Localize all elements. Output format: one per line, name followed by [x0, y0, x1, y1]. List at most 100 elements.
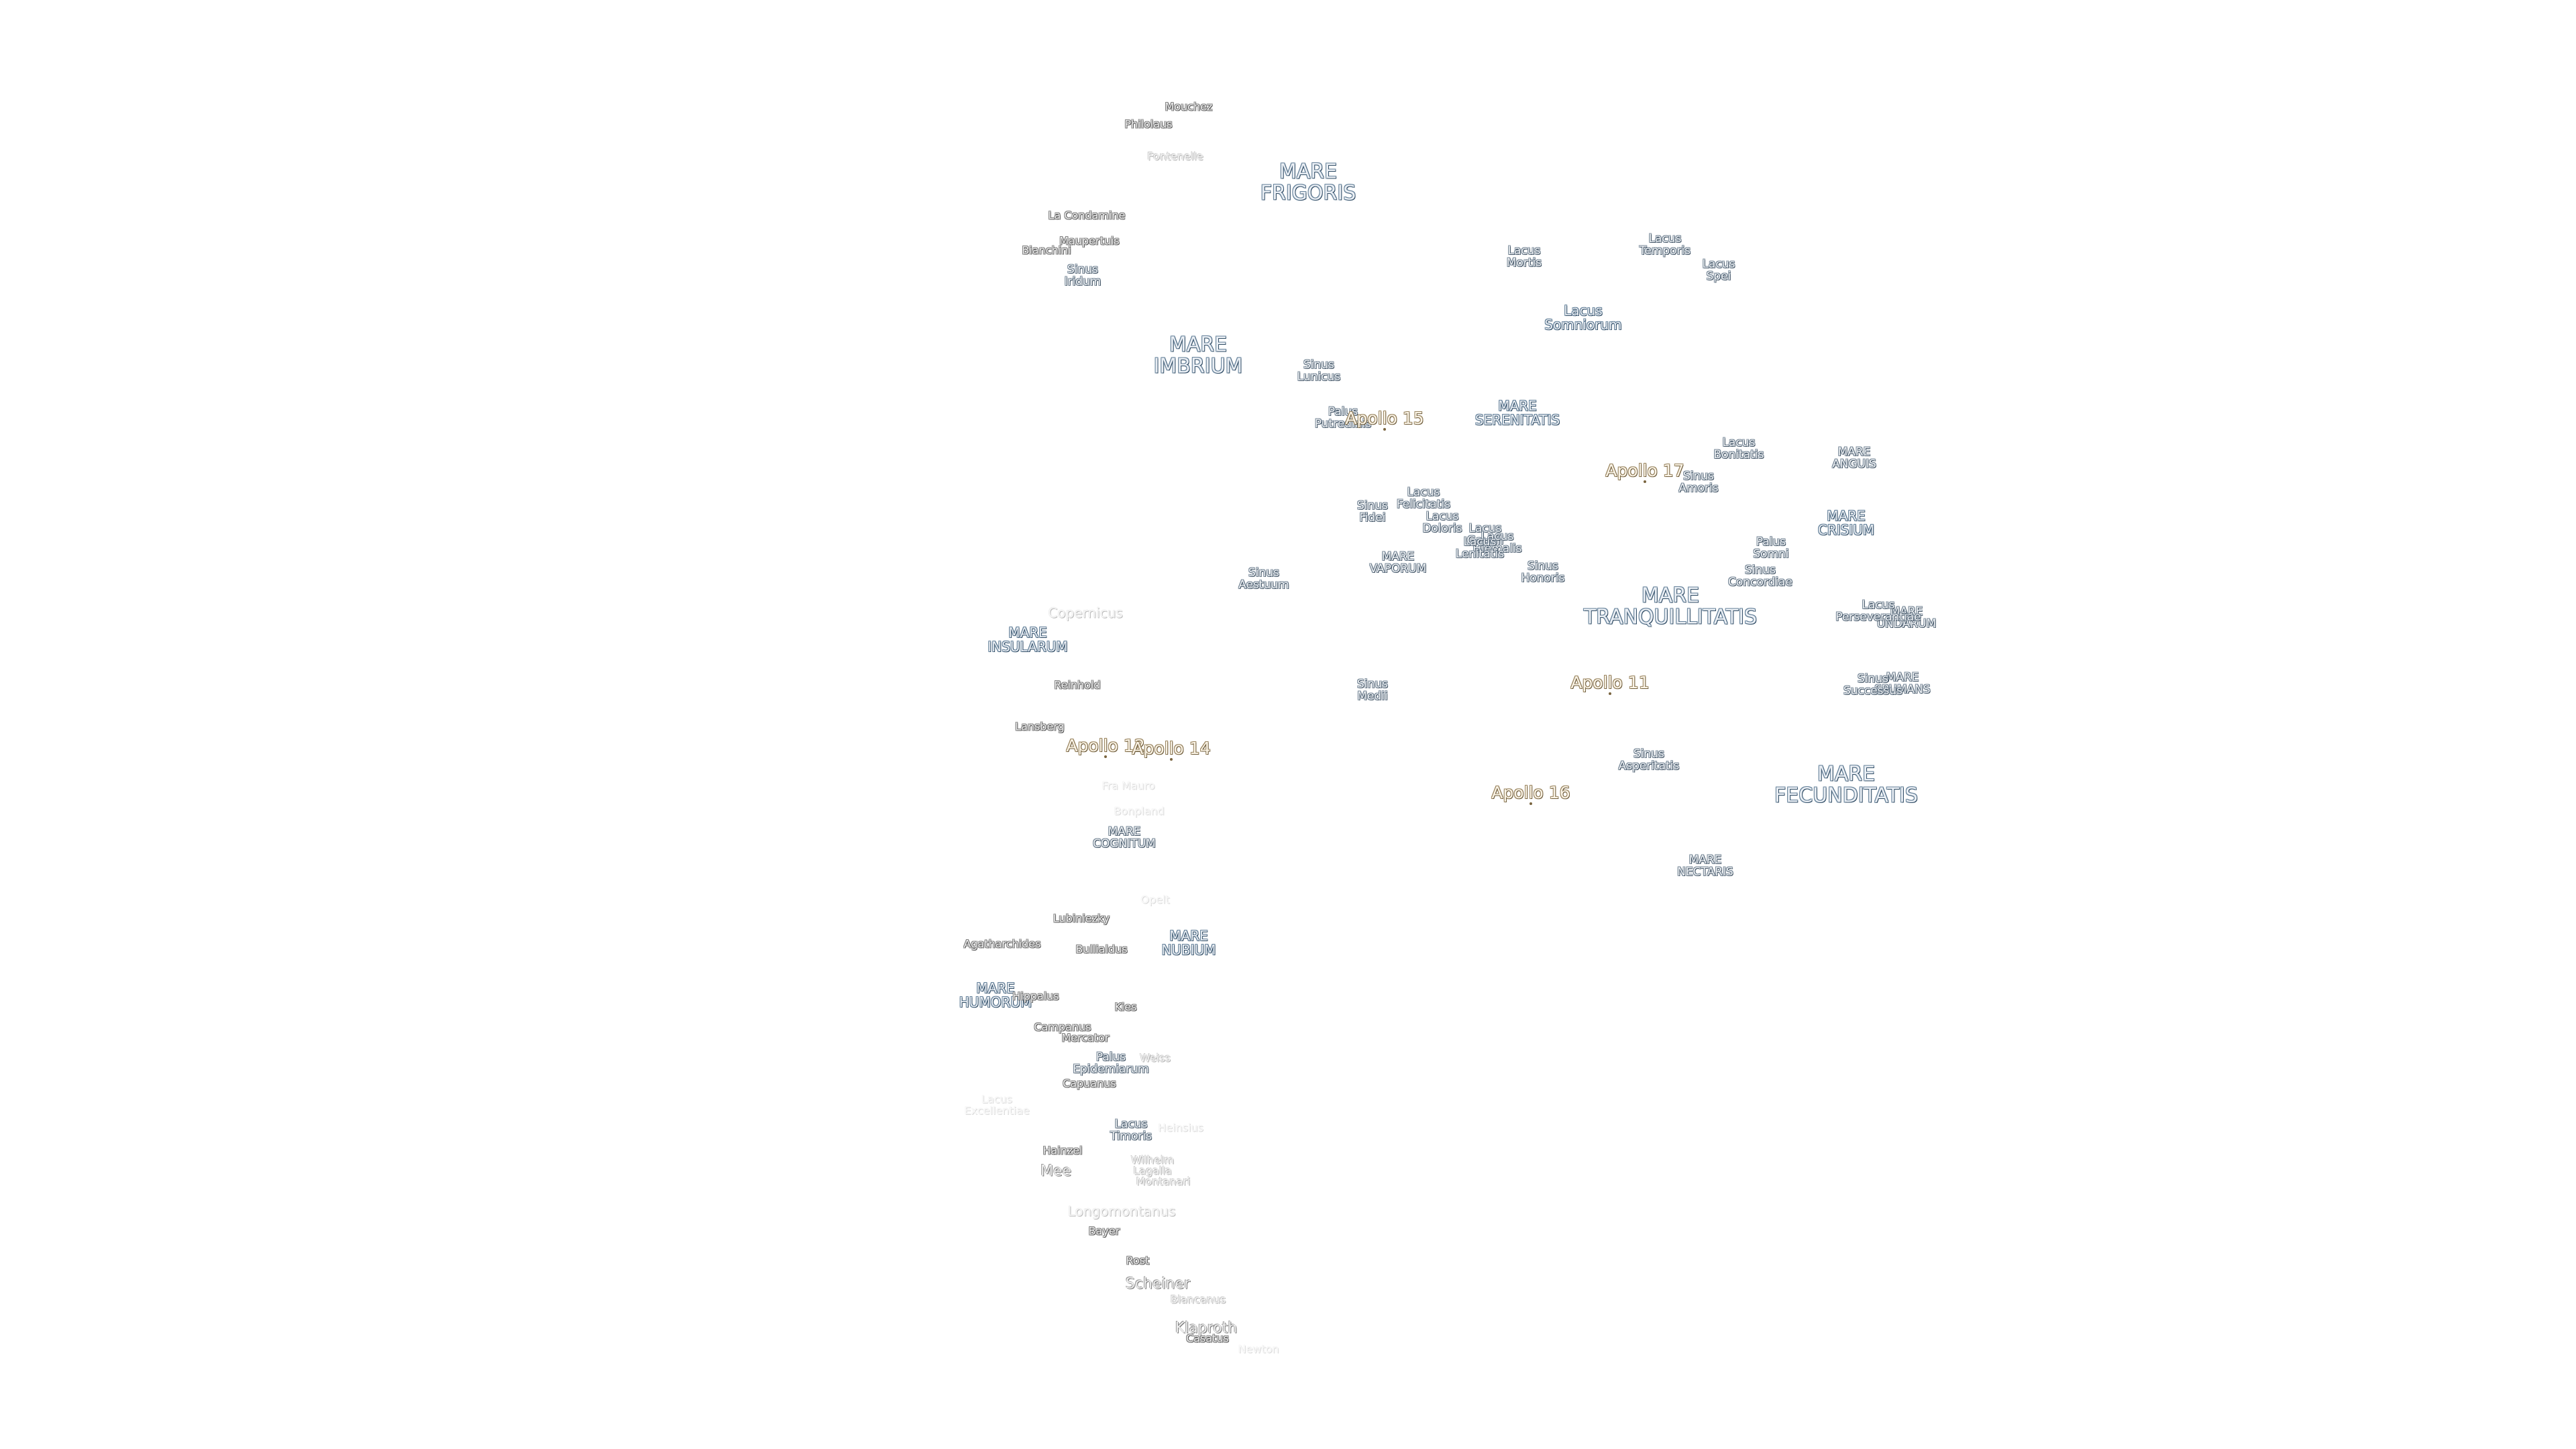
label-mare-cognitum-line-1: MARE — [1108, 825, 1141, 839]
label-mare-imbrium-line-2: IMBRIUM — [1153, 354, 1243, 378]
label-sinus-medii-line-1: Sinus — [1357, 678, 1388, 692]
label-agatharchides: Agatharchides — [963, 938, 1040, 951]
label-mare-humorum-line-1: MARE — [976, 980, 1015, 996]
label-mare-fecunditatis-line-1: MARE — [1817, 762, 1876, 786]
label-mare-crisium-line-2: CRISIUM — [1817, 522, 1875, 538]
label-mare-crisium-line-1: MARE — [1827, 508, 1866, 524]
label-montanari-line-1: Montanari — [1136, 1175, 1191, 1188]
label-klaproth: Klaproth — [1175, 1320, 1238, 1336]
label-sinus-medii-line-2: Medii — [1357, 690, 1388, 703]
label-lacus-hiemalis-line-1: Lacus — [1481, 530, 1514, 544]
label-mouchez-line-1: Mouchez — [1165, 100, 1213, 113]
label-mare-imbrium-line-1: MARE — [1169, 333, 1228, 357]
label-bonpland: Bonpland — [1114, 806, 1165, 818]
apollo-11-site-marker — [1609, 692, 1611, 695]
label-mare-nectaris-line-1: MARE — [1688, 853, 1722, 867]
label-reinhold-line-1: Reinhold — [1054, 678, 1101, 692]
label-lagalla-line-1: Lagalla — [1133, 1164, 1172, 1177]
label-mare-vaporum-line-2: VAPORUM — [1369, 562, 1427, 576]
apollo-16-site-marker — [1529, 802, 1532, 805]
label-sinus-asperitatis-line-2: Asperitatis — [1618, 759, 1680, 773]
label-mare-undarum-line-1: MARE — [1890, 605, 1923, 619]
label-lansberg: Lansberg — [1015, 721, 1065, 733]
label-copernicus: Copernicus — [1048, 606, 1122, 621]
label-mare-tranquillitatis-line-2: TRANQUILLITATIS — [1583, 605, 1758, 629]
label-hainzel: Hainzel — [1042, 1145, 1082, 1157]
label-longomontanus: Longomontanus — [1067, 1203, 1176, 1220]
label-apollo-17-line-1: Apollo 17 — [1605, 460, 1684, 480]
label-reinhold: Reinhold — [1054, 680, 1100, 692]
label-lacus-hiemalis-line-2: Hiemalis — [1472, 542, 1522, 555]
label-mee-line-1: Mee — [1040, 1163, 1072, 1180]
label-scheiner: Scheiner — [1126, 1276, 1190, 1291]
label-mare-cognitum-line-2: COGNITUM — [1093, 837, 1156, 851]
apollo-12-site-marker — [1104, 755, 1107, 758]
label-sinus-fidei-line-1: Sinus — [1357, 499, 1388, 513]
label-lacus-doloris-line-2: Doloris — [1422, 522, 1462, 535]
label-lacus-gaudii-line-1: Lacus — [1468, 522, 1502, 536]
label-lacus-gaudii-line-2: Gaudii — [1466, 534, 1504, 547]
label-mare-frigoris-line-2: FRIGORIS — [1260, 181, 1356, 205]
label-lacus-doloris-line-1: Lacus — [1426, 510, 1459, 524]
label-mare-undarum-line-2: UNDARUM — [1876, 617, 1937, 631]
label-longomontanus-line-1: Longomontanus — [1067, 1203, 1176, 1220]
label-philolaus-line-1: Philolaus — [1124, 117, 1173, 131]
label-lacus-temporis-line-1: Lacus — [1648, 232, 1682, 246]
label-heinsius: Heinsius — [1158, 1122, 1203, 1134]
label-bayer-line-1: Bayer — [1088, 1224, 1120, 1238]
label-hippalus-line-1: Hippalus — [1012, 989, 1059, 1003]
label-lacus-spei-line-1: Lacus — [1702, 258, 1735, 272]
label-newton-line-1: Newton — [1238, 1342, 1279, 1356]
label-newton: Newton — [1238, 1344, 1279, 1356]
label-campanus: Campanus — [1034, 1022, 1091, 1034]
label-mare-nectaris-line-2: NECTARIS — [1677, 865, 1733, 879]
label-sinus-iridum-line-1: Sinus — [1067, 263, 1098, 277]
label-sinus-concordiae-line-1: Sinus — [1745, 564, 1776, 578]
label-wilhelm-line-1: Wilhelm — [1130, 1153, 1175, 1167]
label-bonpland-line-1: Bonpland — [1114, 804, 1165, 818]
label-bullialdus-line-1: Bullialdus — [1075, 943, 1128, 956]
label-apollo-14: Apollo 14 — [1132, 739, 1210, 757]
label-lacus-mortis-line-2: Mortis — [1506, 256, 1542, 270]
label-lacus-perseverantiae-line-1: Lacus — [1862, 598, 1895, 612]
label-campanus-line-1: Campanus — [1034, 1020, 1091, 1034]
label-mare-anguis-line-2: ANGUIS — [1832, 458, 1876, 471]
label-casatus-line-1: Casatus — [1186, 1332, 1229, 1345]
label-lacus-lenitatis-line-1: Lacus — [1463, 535, 1497, 549]
label-lacus-mortis-line-1: Lacus — [1507, 244, 1541, 258]
label-sinus-amoris-line-2: Amoris — [1678, 482, 1719, 495]
label-lacus-excellentiae-line-2: Excellentiae — [964, 1104, 1030, 1117]
label-palus-somni-line-2: Somni — [1753, 547, 1789, 561]
label-mare-insularum-line-1: MARE — [1008, 625, 1047, 641]
label-sinus-fidei-line-2: Fidei — [1359, 511, 1386, 525]
label-kies-line-1: Kies — [1114, 1000, 1137, 1014]
label-sinus-iridum-line-2: Iridum — [1064, 275, 1102, 288]
label-weiss: Weiss — [1140, 1053, 1171, 1065]
label-bianchini-line-1: Bianchini — [1022, 244, 1071, 257]
label-mare-spumans-line-1: MARE — [1886, 671, 1919, 685]
label-apollo-16: Apollo 16 — [1491, 784, 1570, 802]
label-palus-somni-line-1: Palus — [1756, 535, 1786, 549]
label-sinus-amoris-line-1: Sinus — [1683, 470, 1714, 484]
label-lacus-timoris-line-2: Timoris — [1110, 1130, 1152, 1143]
label-lacus-spei-line-2: Spei — [1706, 270, 1731, 283]
label-blancanus: Blancanus — [1171, 1294, 1226, 1306]
label-montanari: Montanari — [1136, 1175, 1191, 1188]
label-apollo-16-line-1: Apollo 16 — [1491, 782, 1570, 802]
label-sinus-lunicus-line-2: Lunicus — [1297, 370, 1341, 384]
label-lacus-somniorum-line-1: Lacus — [1564, 303, 1603, 319]
